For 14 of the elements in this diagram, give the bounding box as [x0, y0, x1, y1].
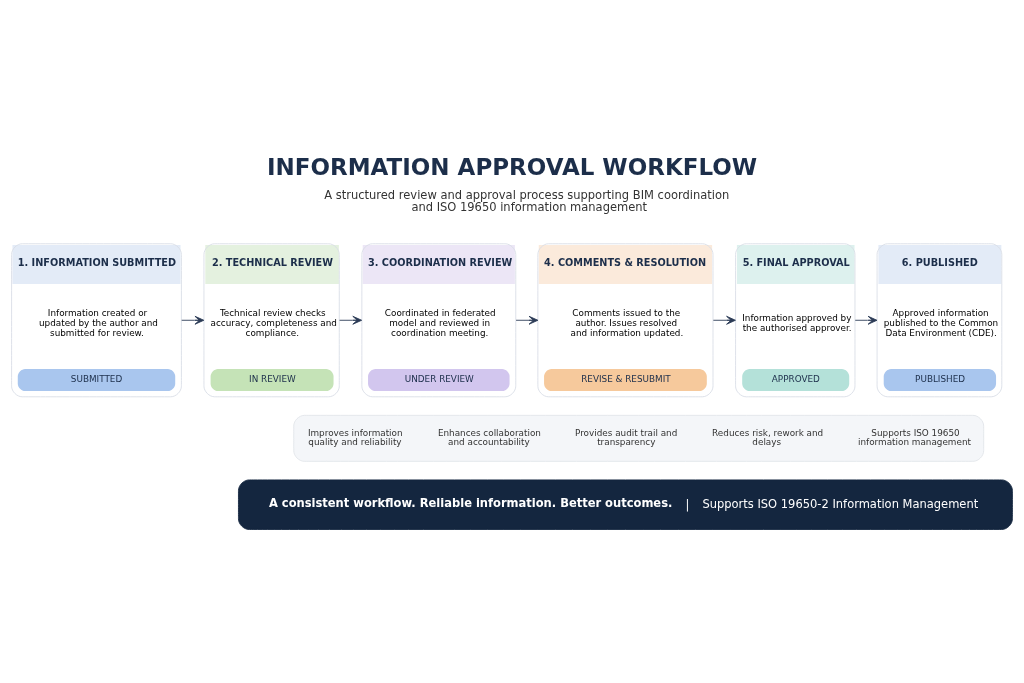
- node-text: Improves information quality and reliability: [307, 427, 403, 448]
- arrow: [854, 315, 878, 325]
- arrow: [712, 315, 736, 325]
- node-text: Provides audit trail and transparency: [575, 427, 678, 448]
- arrow: [515, 315, 539, 325]
- node-text: Reduces risk, rework and delays: [712, 427, 824, 448]
- node-text: Enhances collaboration and accountability: [437, 427, 541, 448]
- arrow: [339, 315, 363, 325]
- node-text: Supports ISO 19650 information management: [858, 427, 971, 448]
- diagram-title: INFORMATION APPROVAL WORKFLOW: [266, 153, 758, 180]
- arrow: [181, 315, 205, 325]
- label: A structured review and approval process supporting BIM coordination and ISO 19650 information management: [324, 188, 730, 215]
- cluster: [293, 414, 985, 462]
- node-box: A consistent workflow. Reliable information. Better outcomes. | Supports ISO 19650-2 Information Management: [238, 479, 1013, 530]
